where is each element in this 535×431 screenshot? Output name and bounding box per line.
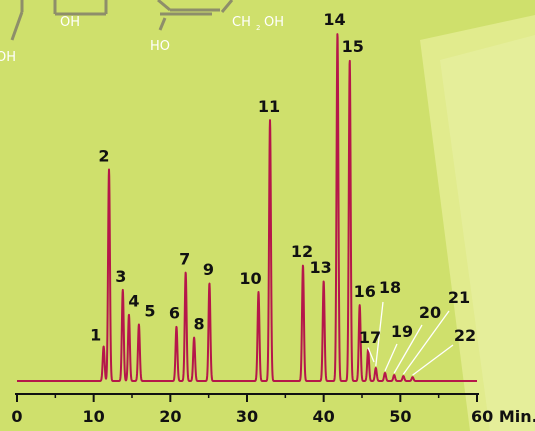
peak-leader-19 xyxy=(384,343,398,372)
peak-label-12: 12 xyxy=(291,242,313,261)
peak-label-17: 17 xyxy=(359,328,381,347)
peak-label-7: 7 xyxy=(179,249,190,268)
peak-label-21: 21 xyxy=(448,288,470,307)
peak-label-5: 5 xyxy=(144,302,155,321)
peak-label-13: 13 xyxy=(310,258,332,277)
structure-label-ho: HO xyxy=(150,39,170,54)
x-tick-label-10: 10 xyxy=(83,407,105,426)
peak-label-1: 1 xyxy=(90,325,101,344)
peak-label-10: 10 xyxy=(239,269,261,288)
structure-label-oh-3: OH xyxy=(0,50,16,65)
x-tick-label-0: 0 xyxy=(11,407,22,426)
x-tick-label-30: 30 xyxy=(236,407,258,426)
peak-leader-18 xyxy=(375,301,384,366)
peak-leader-21 xyxy=(402,310,450,375)
peak-label-15: 15 xyxy=(342,37,364,56)
peak-label-2: 2 xyxy=(98,147,109,166)
x-tick-label-60: 60 Min. xyxy=(471,407,535,426)
chemical-structure xyxy=(10,0,234,41)
peak-leader-22 xyxy=(412,344,454,376)
peak-leader-lines xyxy=(367,301,454,376)
peak-label-14: 14 xyxy=(323,10,345,29)
peak-label-9: 9 xyxy=(203,260,214,279)
peak-label-3: 3 xyxy=(115,267,126,286)
peak-label-18: 18 xyxy=(379,278,401,297)
peak-leader-17 xyxy=(367,347,375,363)
structure-label-ch: CH xyxy=(232,15,251,30)
structure-labels: OH HO CH 2 OH OH xyxy=(0,15,284,65)
x-axis-ticks: 0 10 20 30 40 50 60 Min. xyxy=(11,394,535,426)
peak-label-19: 19 xyxy=(391,322,413,341)
x-tick-label-50: 50 xyxy=(389,407,411,426)
decorative-panel-highlight xyxy=(440,35,535,431)
peak-label-20: 20 xyxy=(419,303,441,322)
x-tick-label-40: 40 xyxy=(313,407,335,426)
structure-label-oh-2: OH xyxy=(264,15,284,30)
peak-label-8: 8 xyxy=(194,315,205,334)
peak-label-11: 11 xyxy=(258,97,280,116)
peak-label-6: 6 xyxy=(169,304,180,323)
peak-label-16: 16 xyxy=(354,282,376,301)
chromatogram-trace xyxy=(16,33,478,382)
structure-label-oh-1: OH xyxy=(60,15,80,30)
decorative-panel xyxy=(420,15,535,431)
x-tick-label-20: 20 xyxy=(159,407,181,426)
structure-label-sub-2: 2 xyxy=(256,24,260,32)
peak-leader-20 xyxy=(393,324,423,374)
peak-label-4: 4 xyxy=(128,292,139,311)
peak-label-22: 22 xyxy=(454,326,476,345)
